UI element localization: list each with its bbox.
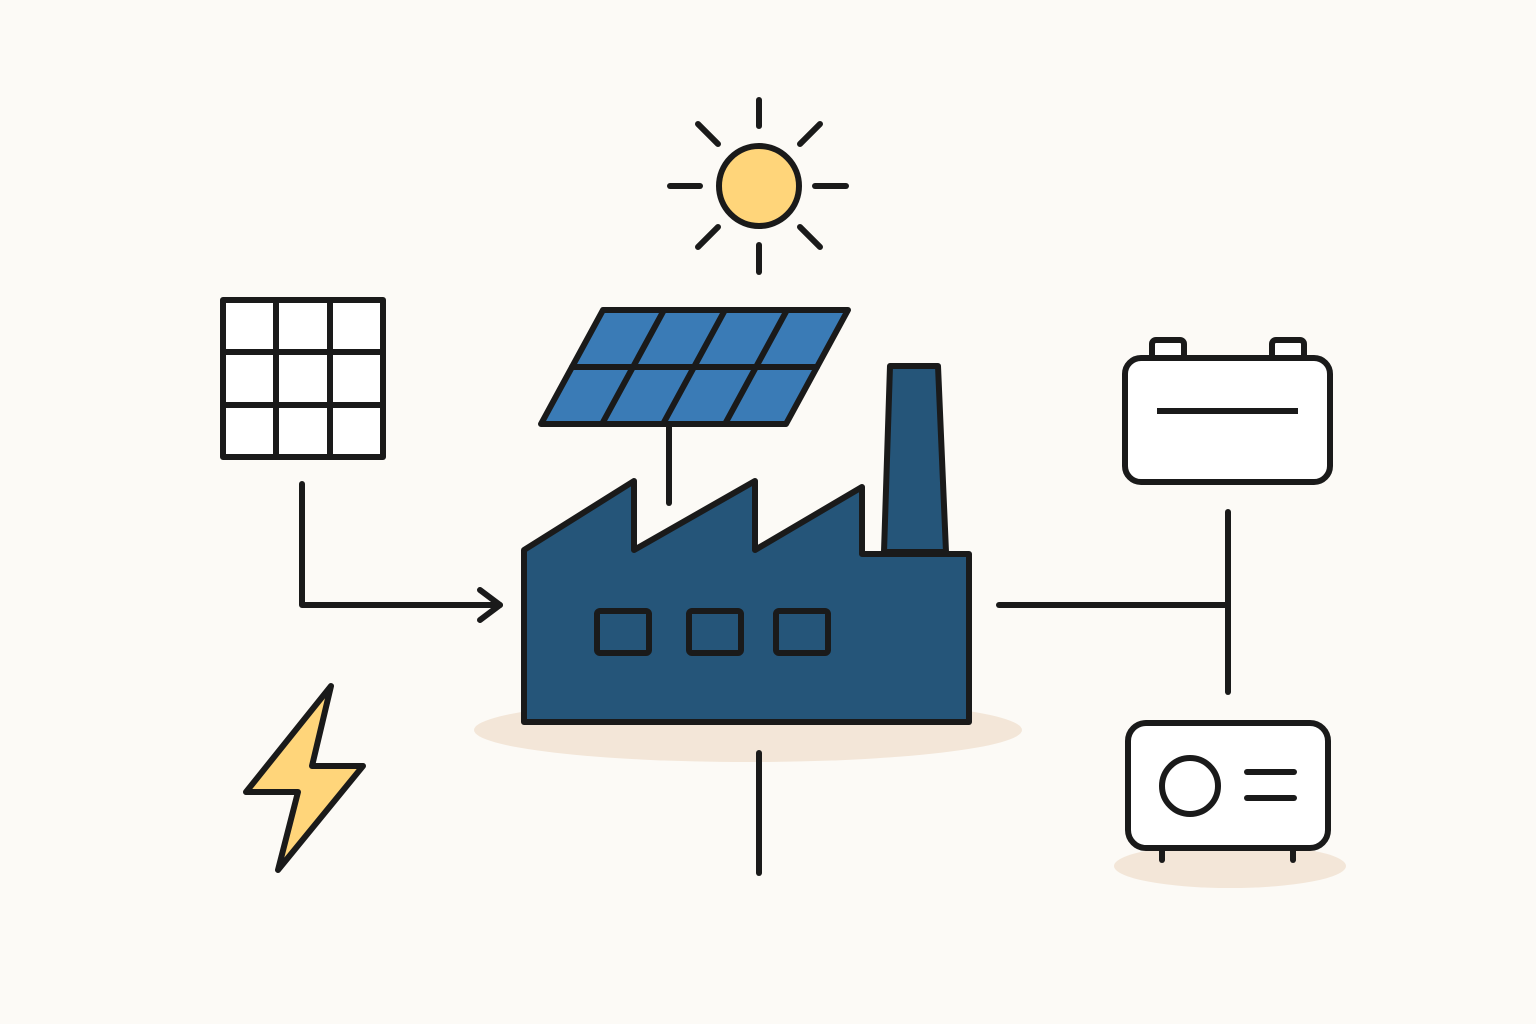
solar-grid-icon <box>220 297 386 460</box>
factory-window <box>686 608 744 656</box>
factory-window <box>594 608 652 656</box>
heat-pump-shadow <box>1114 844 1346 888</box>
heat-pump-icon <box>1125 720 1331 863</box>
lightning-icon <box>243 683 366 873</box>
arrow-connector <box>299 481 503 623</box>
solar-panel-icon <box>538 307 851 506</box>
factory-icon <box>521 363 972 725</box>
factory-window <box>773 608 831 656</box>
battery-icon <box>1122 337 1333 485</box>
sun-icon <box>667 97 849 275</box>
right-connector <box>996 509 1231 695</box>
